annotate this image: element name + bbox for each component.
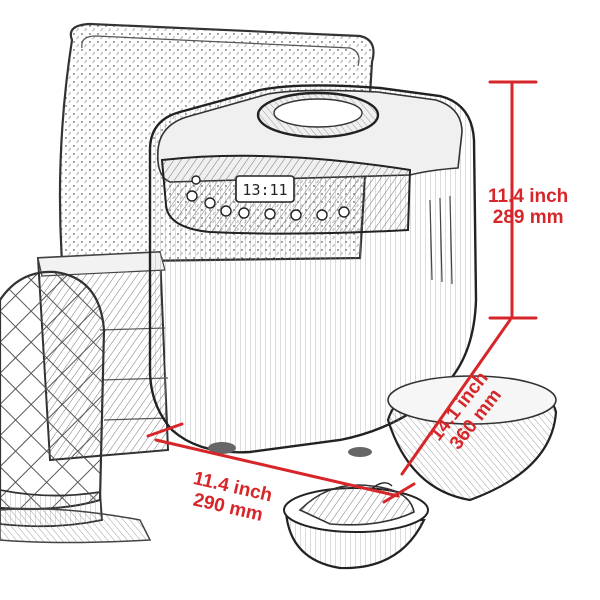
- cutting-board: [0, 508, 152, 544]
- height-imperial: 11.4 inch: [488, 186, 569, 207]
- height-dimension-label: 11.4 inch 289 mm: [488, 186, 568, 228]
- dimension-lines: [146, 80, 538, 504]
- control-buttons: [186, 175, 350, 221]
- display-screen: [235, 175, 295, 203]
- mixing-bowl: [386, 375, 558, 502]
- oven-mitt: [0, 270, 106, 528]
- bread-machine: [148, 84, 478, 457]
- height-metric: 289 mm: [492, 207, 564, 228]
- dough-bowl: [283, 482, 429, 570]
